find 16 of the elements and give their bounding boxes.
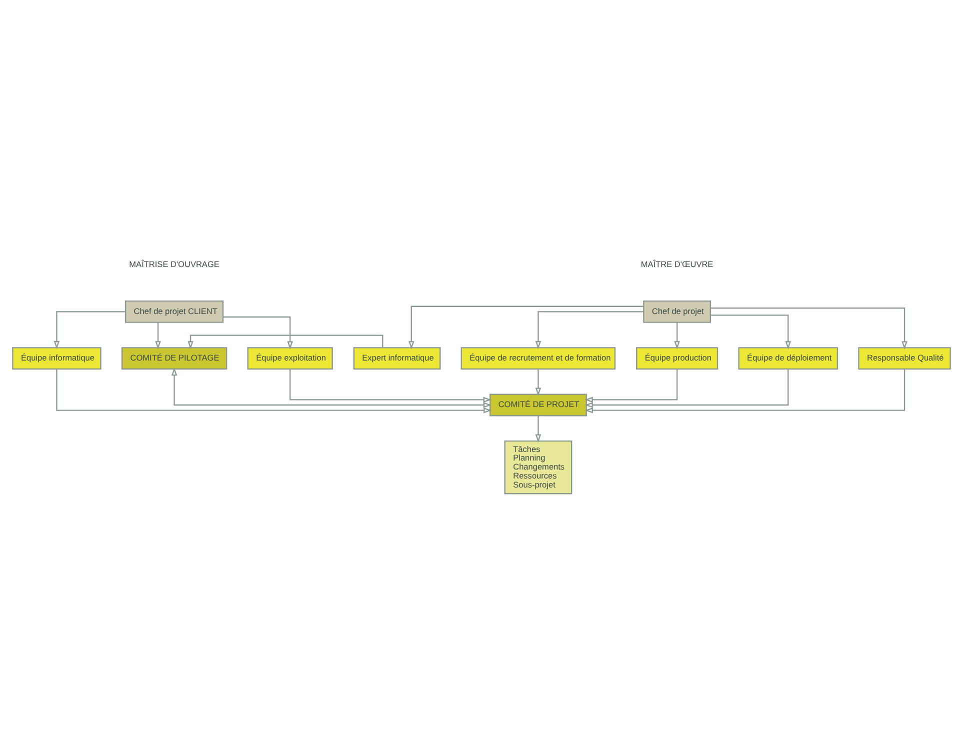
arrow [53,311,125,350]
arrow [710,314,791,350]
arrow [154,322,160,350]
arrow [584,369,788,408]
arrow [534,416,541,443]
arrow [408,306,643,350]
arrow [534,369,541,396]
arrow [584,369,905,414]
arrow [534,311,644,350]
arrow [170,367,492,408]
arrow [710,308,907,350]
arrow [289,369,492,403]
arrow [222,316,292,350]
arrow [674,322,680,350]
arrow [584,369,678,403]
arrow [56,369,492,414]
